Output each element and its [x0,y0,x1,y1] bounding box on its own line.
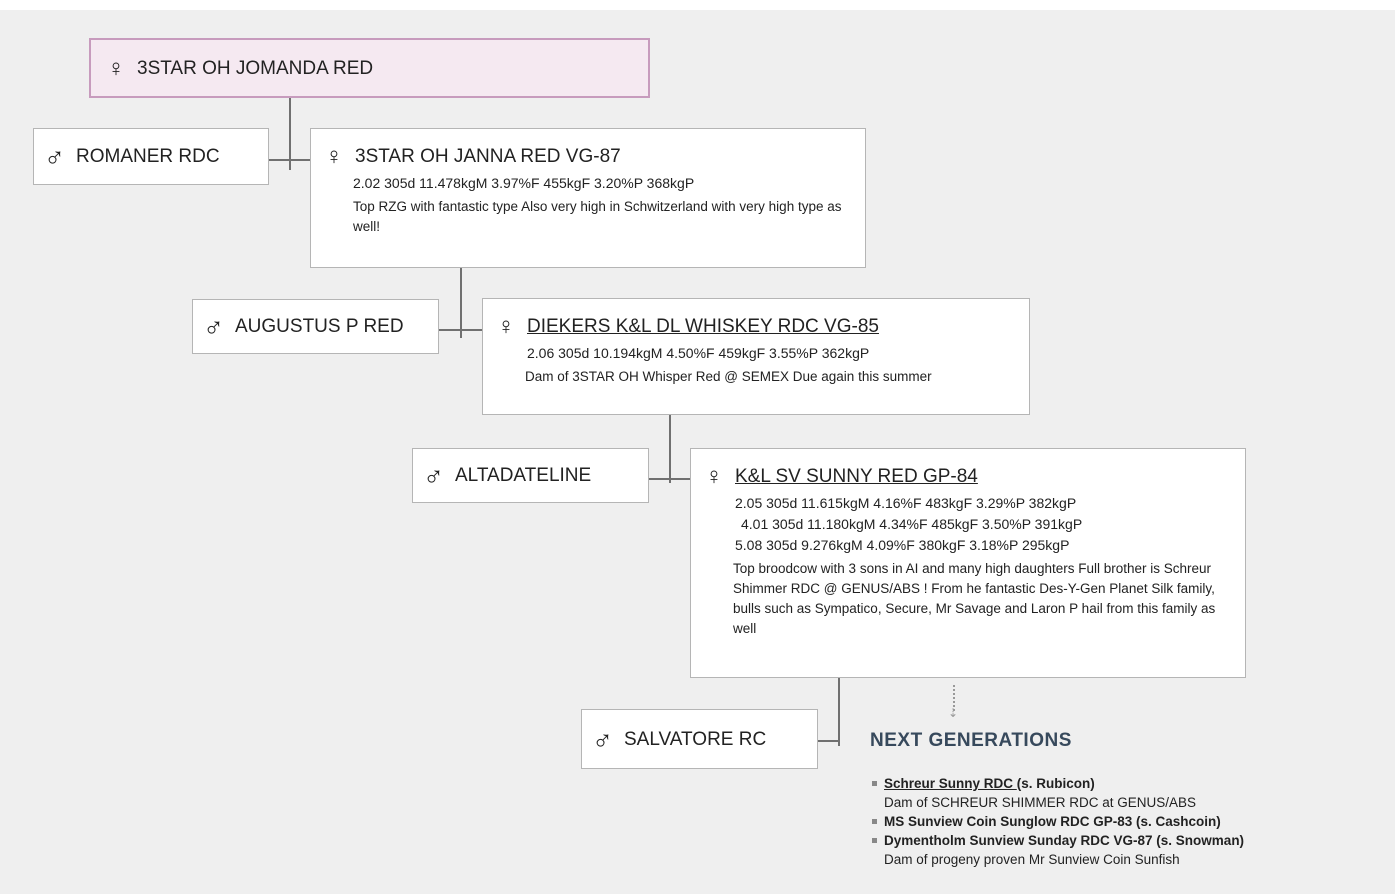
sire-name: ALTADATELINE [455,465,592,486]
sire-box-altadateline[interactable]: ♂ ALTADATELINE [412,448,649,503]
progeny-sire: (s. Rubicon) [1016,776,1095,791]
connector-line [669,415,671,483]
arrow-down-icon [953,685,955,711]
dam-box-janna[interactable]: ♀ 3STAR OH JANNA RED VG-87 2.02 305d 11.… [310,128,866,268]
next-generations-list: Schreur Sunny RDC (s. Rubicon) Dam of SC… [870,774,1244,869]
dam-note: Top RZG with fantastic type Also very hi… [353,199,842,234]
list-item: Schreur Sunny RDC (s. Rubicon) Dam of SC… [870,774,1244,812]
sire-name: SALVATORE RC [624,729,767,750]
production-stats: 2.06 305d 10.194kgM 4.50%F 459kgF 3.55%P… [527,345,870,361]
female-icon: ♀ [325,143,343,170]
connector-line [838,678,840,746]
connector-line [289,98,291,170]
dam-note: Dam of 3STAR OH Whisper Red @ SEMEX Due … [525,369,932,384]
dam-name-link[interactable]: DIEKERS K&L DL WHISKEY RDC VG-85 [527,316,879,337]
list-item: Dymentholm Sunview Sunday RDC VG-87 (s. … [870,831,1244,869]
connector-line [460,268,462,338]
dam-box-sunny[interactable]: ♀ K&L SV SUNNY RED GP-84 2.05 305d 11.61… [690,448,1246,678]
production-stats: 2.05 305d 11.615kgM 4.16%F 483kgF 3.29%P… [735,495,1077,511]
dam-note: Top broodcow with 3 sons in AI and many … [733,561,1216,636]
sire-name: AUGUSTUS P RED [235,316,404,337]
list-item: MS Sunview Coin Sunglow RDC GP-83 (s. Ca… [870,812,1244,831]
connector-line [438,329,482,331]
progeny-link[interactable]: Schreur Sunny RDC [884,776,1017,791]
connector-line [648,478,690,480]
next-generations-heading: NEXT GENERATIONS [870,730,1072,751]
progeny-desc: Dam of SCHREUR SHIMMER RDC at GENUS/ABS [884,795,1197,810]
pedigree-page: ♀ 3STAR OH JOMANDA RED ♂ ROMANER RDC ♀ 3… [0,10,1395,894]
sire-box-augustus[interactable]: ♂ AUGUSTUS P RED [192,299,439,354]
production-stats: 4.01 305d 11.180kgM 4.34%F 485kgF 3.50%P… [741,516,1083,532]
connector-line [818,740,840,742]
male-icon: ♂ [423,460,444,491]
production-stats: 5.08 305d 9.276kgM 4.09%F 380kgF 3.18%P … [735,537,1070,553]
sire-box-romaner[interactable]: ♂ ROMANER RDC [33,128,269,185]
dam-name: 3STAR OH JOMANDA RED [137,58,374,79]
progeny-desc: Dam of progeny proven Mr Sunview Coin Su… [884,852,1180,867]
female-icon: ♀ [497,313,515,340]
dam-name-link[interactable]: K&L SV SUNNY RED GP-84 [735,466,978,487]
female-icon: ♀ [705,463,723,490]
male-icon: ♂ [44,141,65,172]
dam-box-jomanda[interactable]: ♀ 3STAR OH JOMANDA RED [89,38,650,98]
production-stats: 2.02 305d 11.478kgM 3.97%F 455kgF 3.20%P… [353,175,695,191]
progeny-title: Dymentholm Sunview Sunday RDC VG-87 (s. … [884,833,1245,848]
male-icon: ♂ [203,311,224,342]
female-icon: ♀ [107,55,125,82]
sire-box-salvatore[interactable]: ♂ SALVATORE RC [581,709,818,769]
dam-name: 3STAR OH JANNA RED VG-87 [355,146,621,167]
sire-name: ROMANER RDC [76,146,220,167]
dam-box-whiskey[interactable]: ♀ DIEKERS K&L DL WHISKEY RDC VG-85 2.06 … [482,298,1030,415]
progeny-title: MS Sunview Coin Sunglow RDC GP-83 (s. Ca… [884,814,1221,829]
connector-line [268,159,310,161]
male-icon: ♂ [592,724,613,755]
arrow-head-icon: ⇣ [948,706,959,720]
